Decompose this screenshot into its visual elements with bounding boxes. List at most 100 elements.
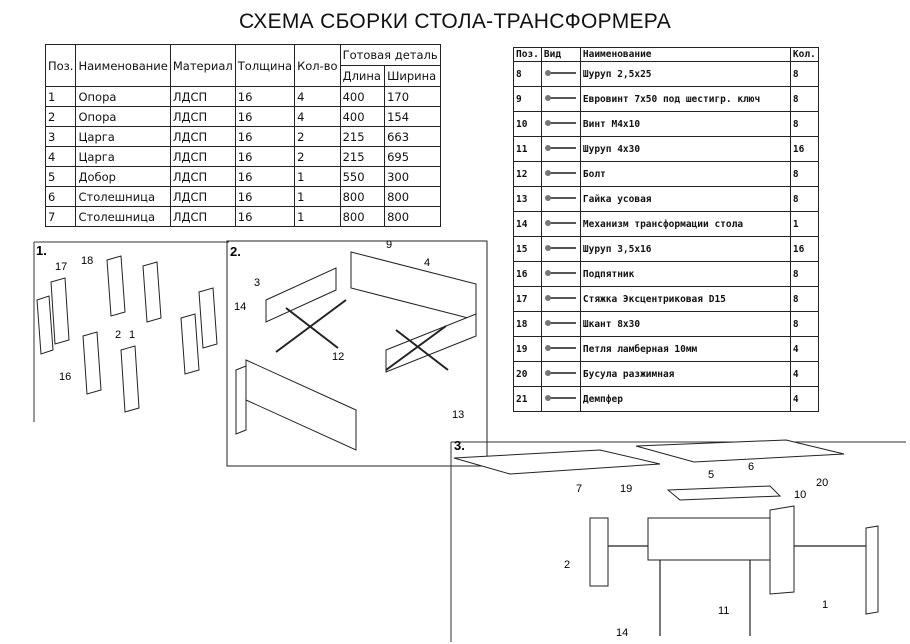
header-length: Длина — [339, 65, 386, 87]
callout-17: 17 — [55, 261, 67, 273]
hw-pos: 10 — [513, 111, 542, 137]
hw-name: Демпфер — [579, 386, 791, 412]
hw-name: Бусула разжимная — [579, 361, 791, 387]
hardware-icon — [540, 386, 581, 412]
callout-2: 2 — [115, 329, 121, 341]
hardware-icon — [540, 61, 581, 87]
table-cell: 7 — [44, 206, 77, 227]
hardware-icon — [540, 186, 581, 212]
hw-pos: 21 — [513, 386, 542, 412]
table-cell: 215 — [339, 126, 386, 147]
hw-pos: 16 — [513, 261, 542, 287]
table-cell: Опора — [75, 86, 171, 107]
hardware-icon — [540, 261, 581, 287]
hw-name: Винт М4x10 — [579, 111, 791, 137]
hw-pos: 9 — [513, 86, 542, 112]
table-cell: 16 — [234, 146, 296, 167]
header-material: Материал — [169, 44, 236, 87]
hardware-icon — [540, 211, 581, 237]
table-cell: 300 — [384, 166, 441, 187]
hw-name: Шкант 8x30 — [579, 311, 791, 337]
table-cell: 2 — [294, 146, 341, 167]
table-cell: 154 — [384, 106, 441, 127]
hw-name: Шуруп 3,5x16 — [579, 236, 791, 262]
table-cell: 16 — [234, 166, 296, 187]
header-thickness: Толщина — [234, 44, 296, 87]
hw-pos: 13 — [513, 186, 542, 212]
table-cell: 800 — [384, 206, 441, 227]
step2-label: 2. — [230, 244, 241, 259]
hw-pos: 17 — [513, 286, 542, 312]
hw-header-pos: Поз. — [513, 47, 542, 62]
callout-20: 20 — [816, 477, 828, 489]
hw-name: Гайка усовая — [579, 186, 791, 212]
table-cell: 800 — [339, 206, 386, 227]
table-cell: 1 — [44, 86, 77, 107]
callout-3: 3 — [254, 277, 260, 289]
hw-name: Болт — [579, 161, 791, 187]
hw-qty: 4 — [789, 336, 819, 362]
table-cell: 16 — [234, 106, 296, 127]
callout-6: 6 — [748, 461, 754, 473]
hardware-icon — [540, 286, 581, 312]
table-cell: 16 — [234, 126, 296, 147]
step1-label: 1. — [36, 243, 47, 258]
header-finished: Готовая деталь — [339, 44, 441, 66]
callout-5: 5 — [708, 469, 714, 481]
hardware-icon — [540, 161, 581, 187]
hardware-icon — [540, 336, 581, 362]
callout-14: 14 — [616, 627, 628, 639]
hw-qty: 8 — [789, 86, 819, 112]
table-cell: 4 — [44, 146, 77, 167]
table-cell: 16 — [234, 186, 296, 207]
hw-name: Стяжка Эксцентриковая D15 — [579, 286, 791, 312]
table-cell: ЛДСП — [169, 166, 236, 187]
hw-header-view: Вид — [540, 47, 581, 62]
table-cell: 800 — [384, 186, 441, 207]
step3-label: 3. — [454, 438, 465, 453]
hw-pos: 11 — [513, 136, 542, 162]
hw-qty: 16 — [789, 236, 819, 262]
header-qty: Кол-во — [294, 44, 341, 87]
hw-pos: 20 — [513, 361, 542, 387]
table-cell: ЛДСП — [169, 186, 236, 207]
callout-16: 16 — [59, 371, 71, 383]
table-cell: 400 — [339, 86, 386, 107]
header-width: Ширина — [384, 65, 441, 87]
hw-qty: 8 — [789, 286, 819, 312]
hw-qty: 4 — [789, 361, 819, 387]
callout-13: 13 — [452, 409, 464, 421]
table-cell: 550 — [339, 166, 386, 187]
hw-name: Петля ламберная 10мм — [579, 336, 791, 362]
header-pos: Поз. — [44, 44, 77, 87]
callout-2: 2 — [564, 559, 570, 571]
hw-pos: 15 — [513, 236, 542, 262]
table-cell: 2 — [294, 126, 341, 147]
table-cell: ЛДСП — [169, 106, 236, 127]
hw-name: Шуруп 4x30 — [579, 136, 791, 162]
hw-qty: 8 — [789, 186, 819, 212]
hw-name: Евровинт 7x50 под шестигр. ключ — [579, 86, 791, 112]
table-cell: 2 — [44, 106, 77, 127]
hardware-icon — [540, 311, 581, 337]
callout-9: 9 — [386, 240, 392, 251]
callout-12: 12 — [332, 351, 344, 363]
table-cell: 16 — [234, 86, 296, 107]
hw-pos: 18 — [513, 311, 542, 337]
hw-qty: 8 — [789, 311, 819, 337]
table-cell: 663 — [384, 126, 441, 147]
table-cell: Столешница — [75, 186, 171, 207]
hw-pos: 8 — [513, 61, 542, 87]
